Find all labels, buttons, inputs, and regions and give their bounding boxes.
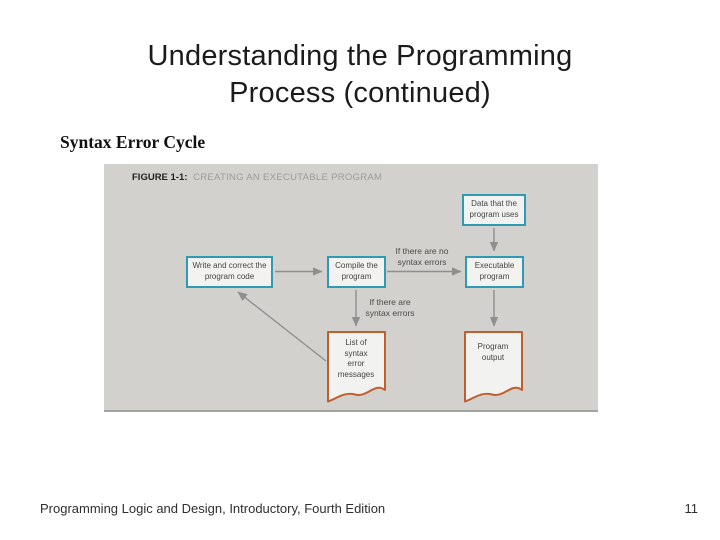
slide-subtitle: Syntax Error Cycle xyxy=(60,132,206,152)
box-compile: Compile the program xyxy=(327,256,386,288)
page-number: 11 xyxy=(684,501,699,516)
document-program-output xyxy=(464,331,523,403)
footer-text: Programming Logic and Design, Introducto… xyxy=(40,501,386,516)
label-syntax-errors: If there are syntax errors xyxy=(365,297,415,318)
slide-title: Understanding the Programming Process (c… xyxy=(0,38,720,112)
figure-header: FIGURE 1-1: CREATING AN EXECUTABLE PROGR… xyxy=(132,172,382,183)
label-no-syntax-errors: If there are no syntax errors xyxy=(395,246,449,267)
box-executable: Executable program xyxy=(465,256,524,288)
slide-title-line1: Understanding the Programming xyxy=(147,40,573,72)
slide-title-line2: Process (continued) xyxy=(229,77,491,109)
figure-label: FIGURE 1-1: xyxy=(132,172,188,183)
document-syntax-errors xyxy=(327,331,386,403)
figure-caption: CREATING AN EXECUTABLE PROGRAM xyxy=(193,172,383,183)
box-write: Write and correct the program code xyxy=(186,256,273,288)
document-syntax-errors-text: List of syntax error messages xyxy=(337,338,375,379)
flowchart-connectors xyxy=(237,228,523,403)
figure-panel: FIGURE 1-1: CREATING AN EXECUTABLE PROGR… xyxy=(104,164,598,412)
box-data: Data that the program uses xyxy=(462,194,526,226)
document-program-output-text: Program output xyxy=(477,342,509,362)
arrow-errors-to-write xyxy=(237,291,327,362)
